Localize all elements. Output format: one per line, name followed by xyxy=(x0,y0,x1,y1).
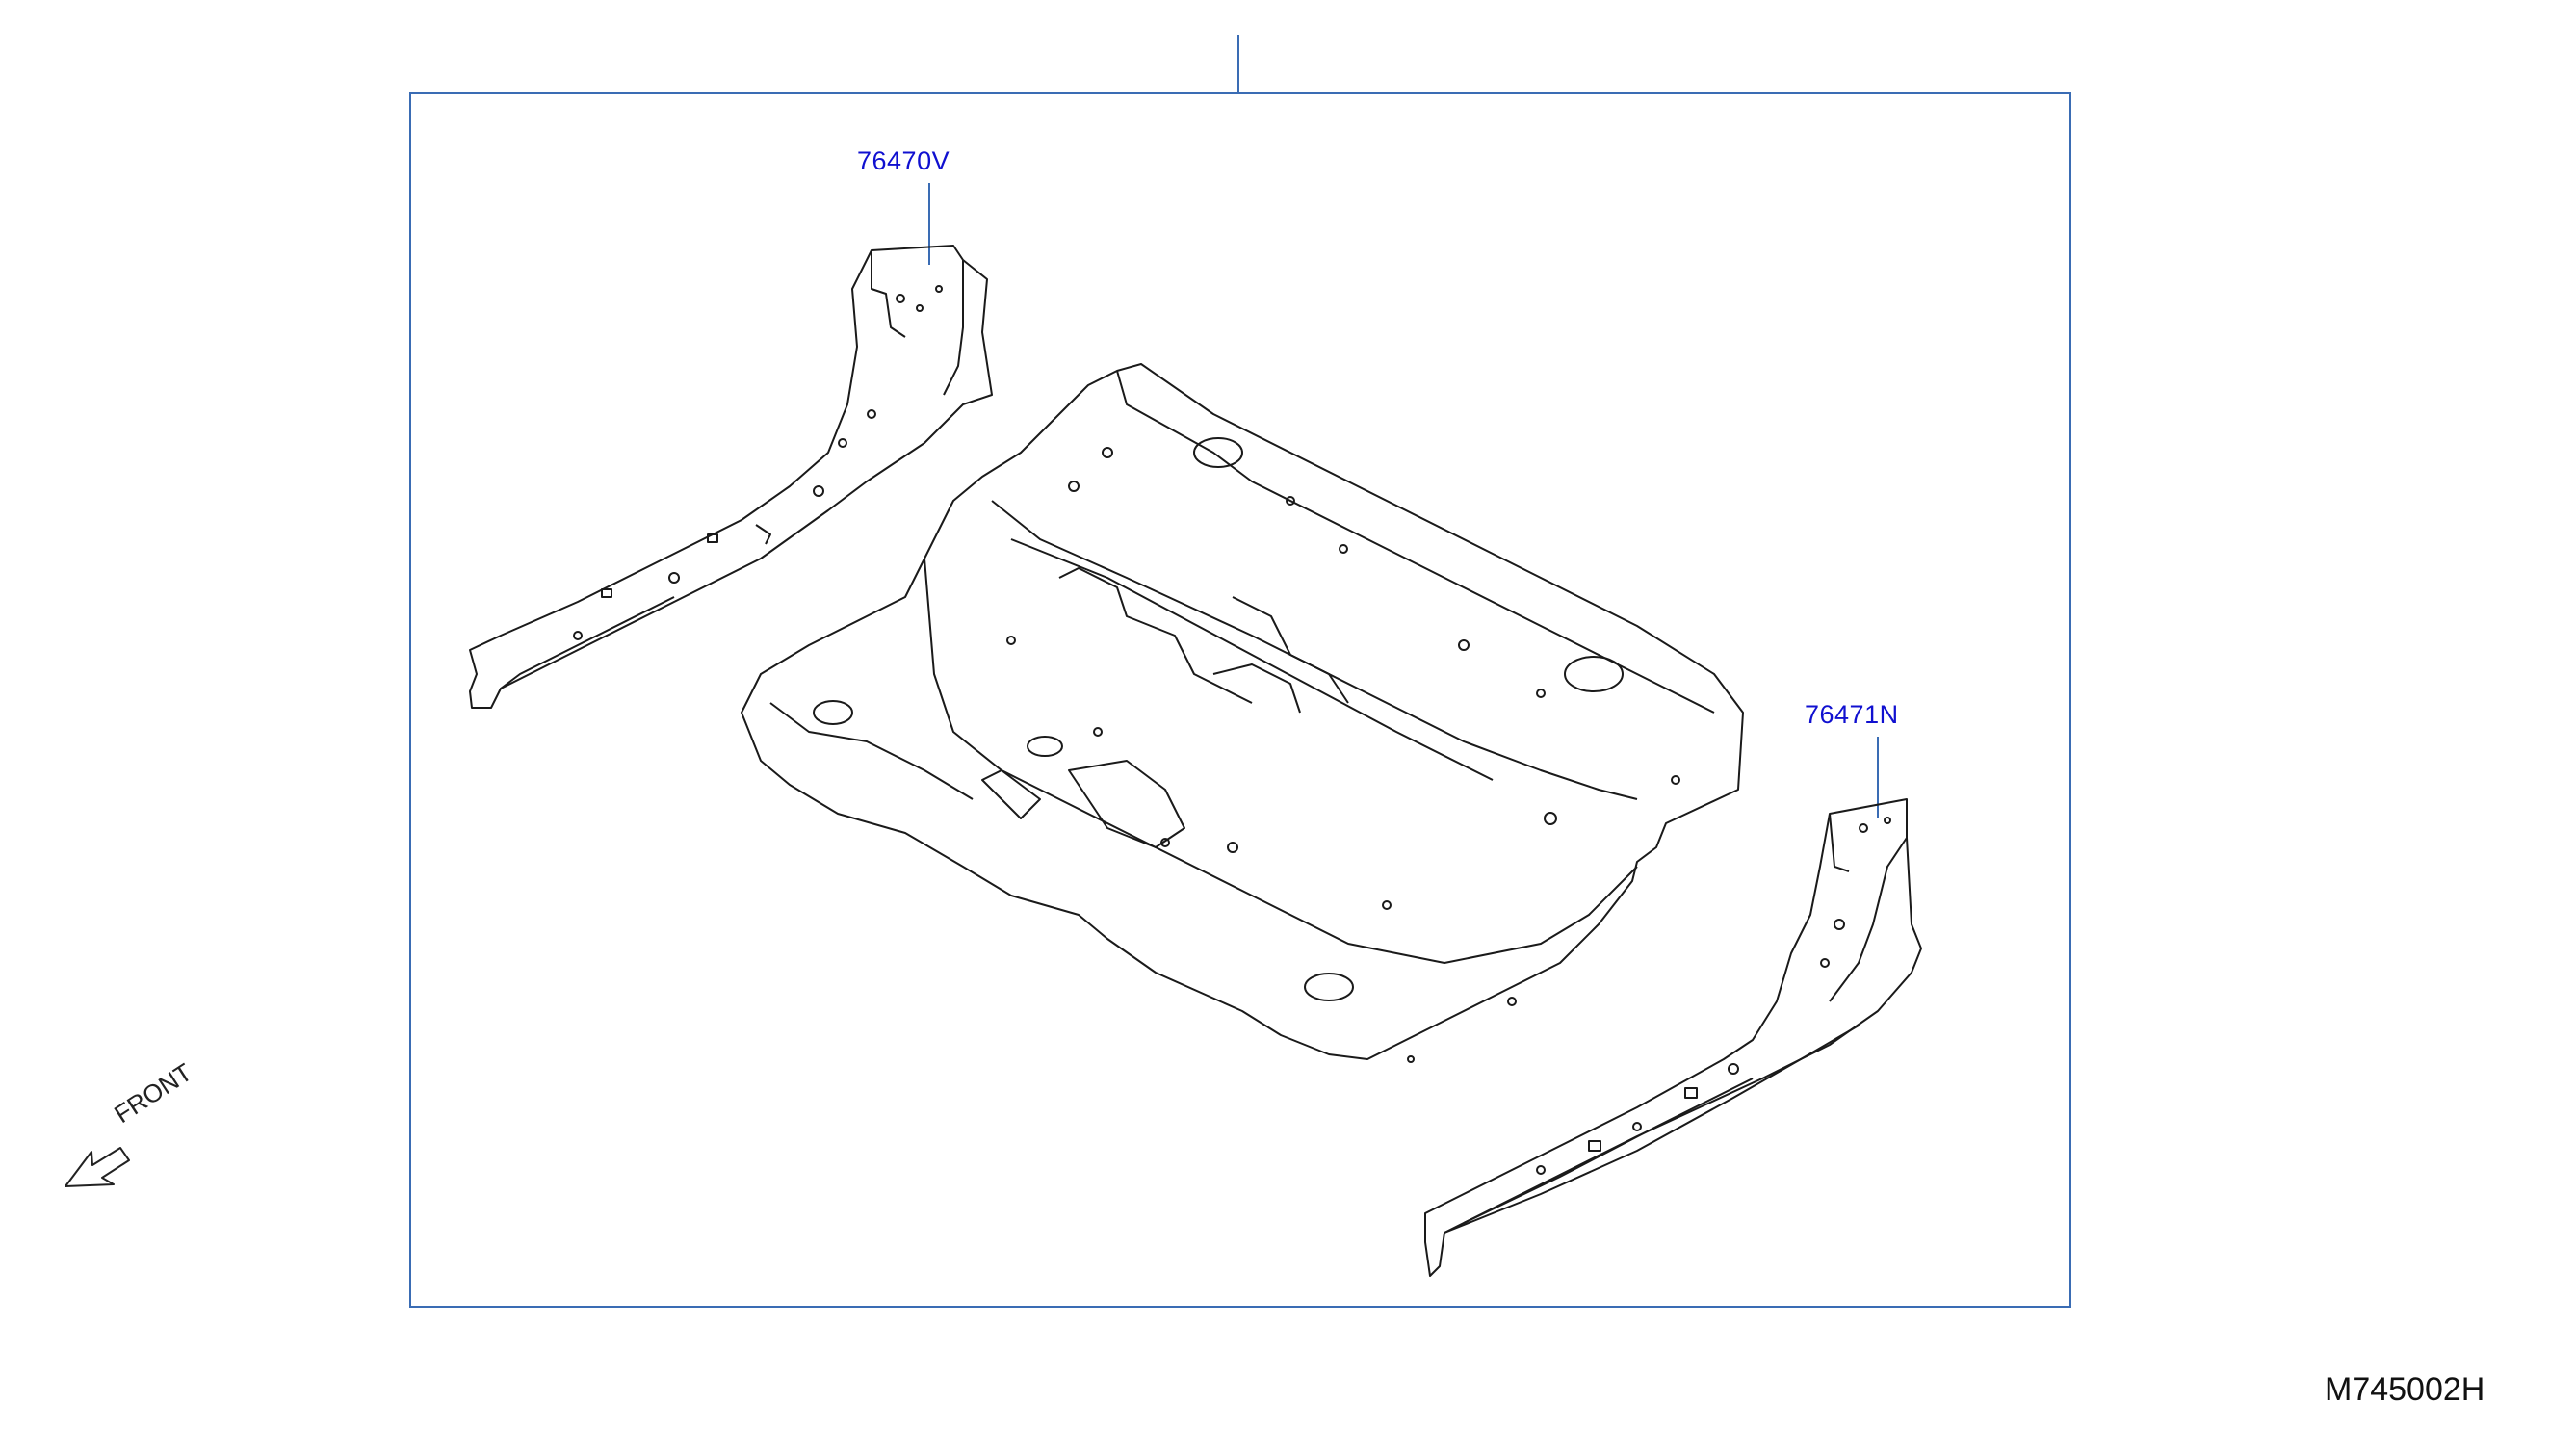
right-side-member-part xyxy=(1424,798,1922,1277)
front-arrow-icon xyxy=(65,1147,130,1187)
assembly-leader-line xyxy=(1237,35,1239,92)
callout-part-76470V[interactable]: 76470V xyxy=(857,146,950,175)
rear-floor-panel-part xyxy=(741,363,1744,1063)
assembly-frame xyxy=(409,92,2071,1308)
callout-part-76471N[interactable]: 76471N xyxy=(1805,700,1899,729)
diagram-reference-code: M745002H xyxy=(2325,1371,2485,1408)
left-side-member-part xyxy=(469,245,993,709)
